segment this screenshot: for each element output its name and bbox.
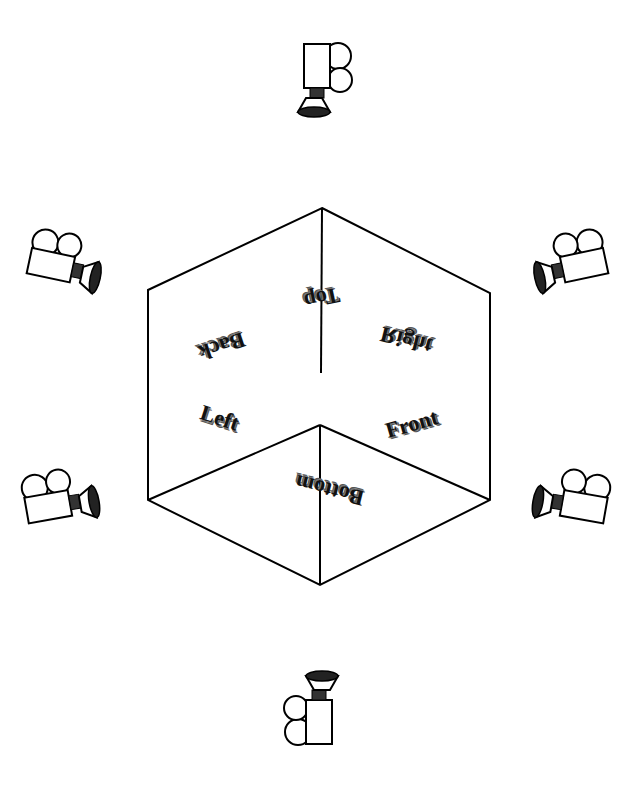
face-label: Bottom xyxy=(293,471,366,509)
face-label: Front xyxy=(383,406,440,442)
camera-icons xyxy=(20,43,613,745)
face-label: Right xyxy=(378,323,434,357)
face-label: Left xyxy=(198,401,242,434)
cube-edges xyxy=(148,208,490,585)
face-label: Top xyxy=(302,284,342,313)
face-label: Back xyxy=(196,328,248,364)
